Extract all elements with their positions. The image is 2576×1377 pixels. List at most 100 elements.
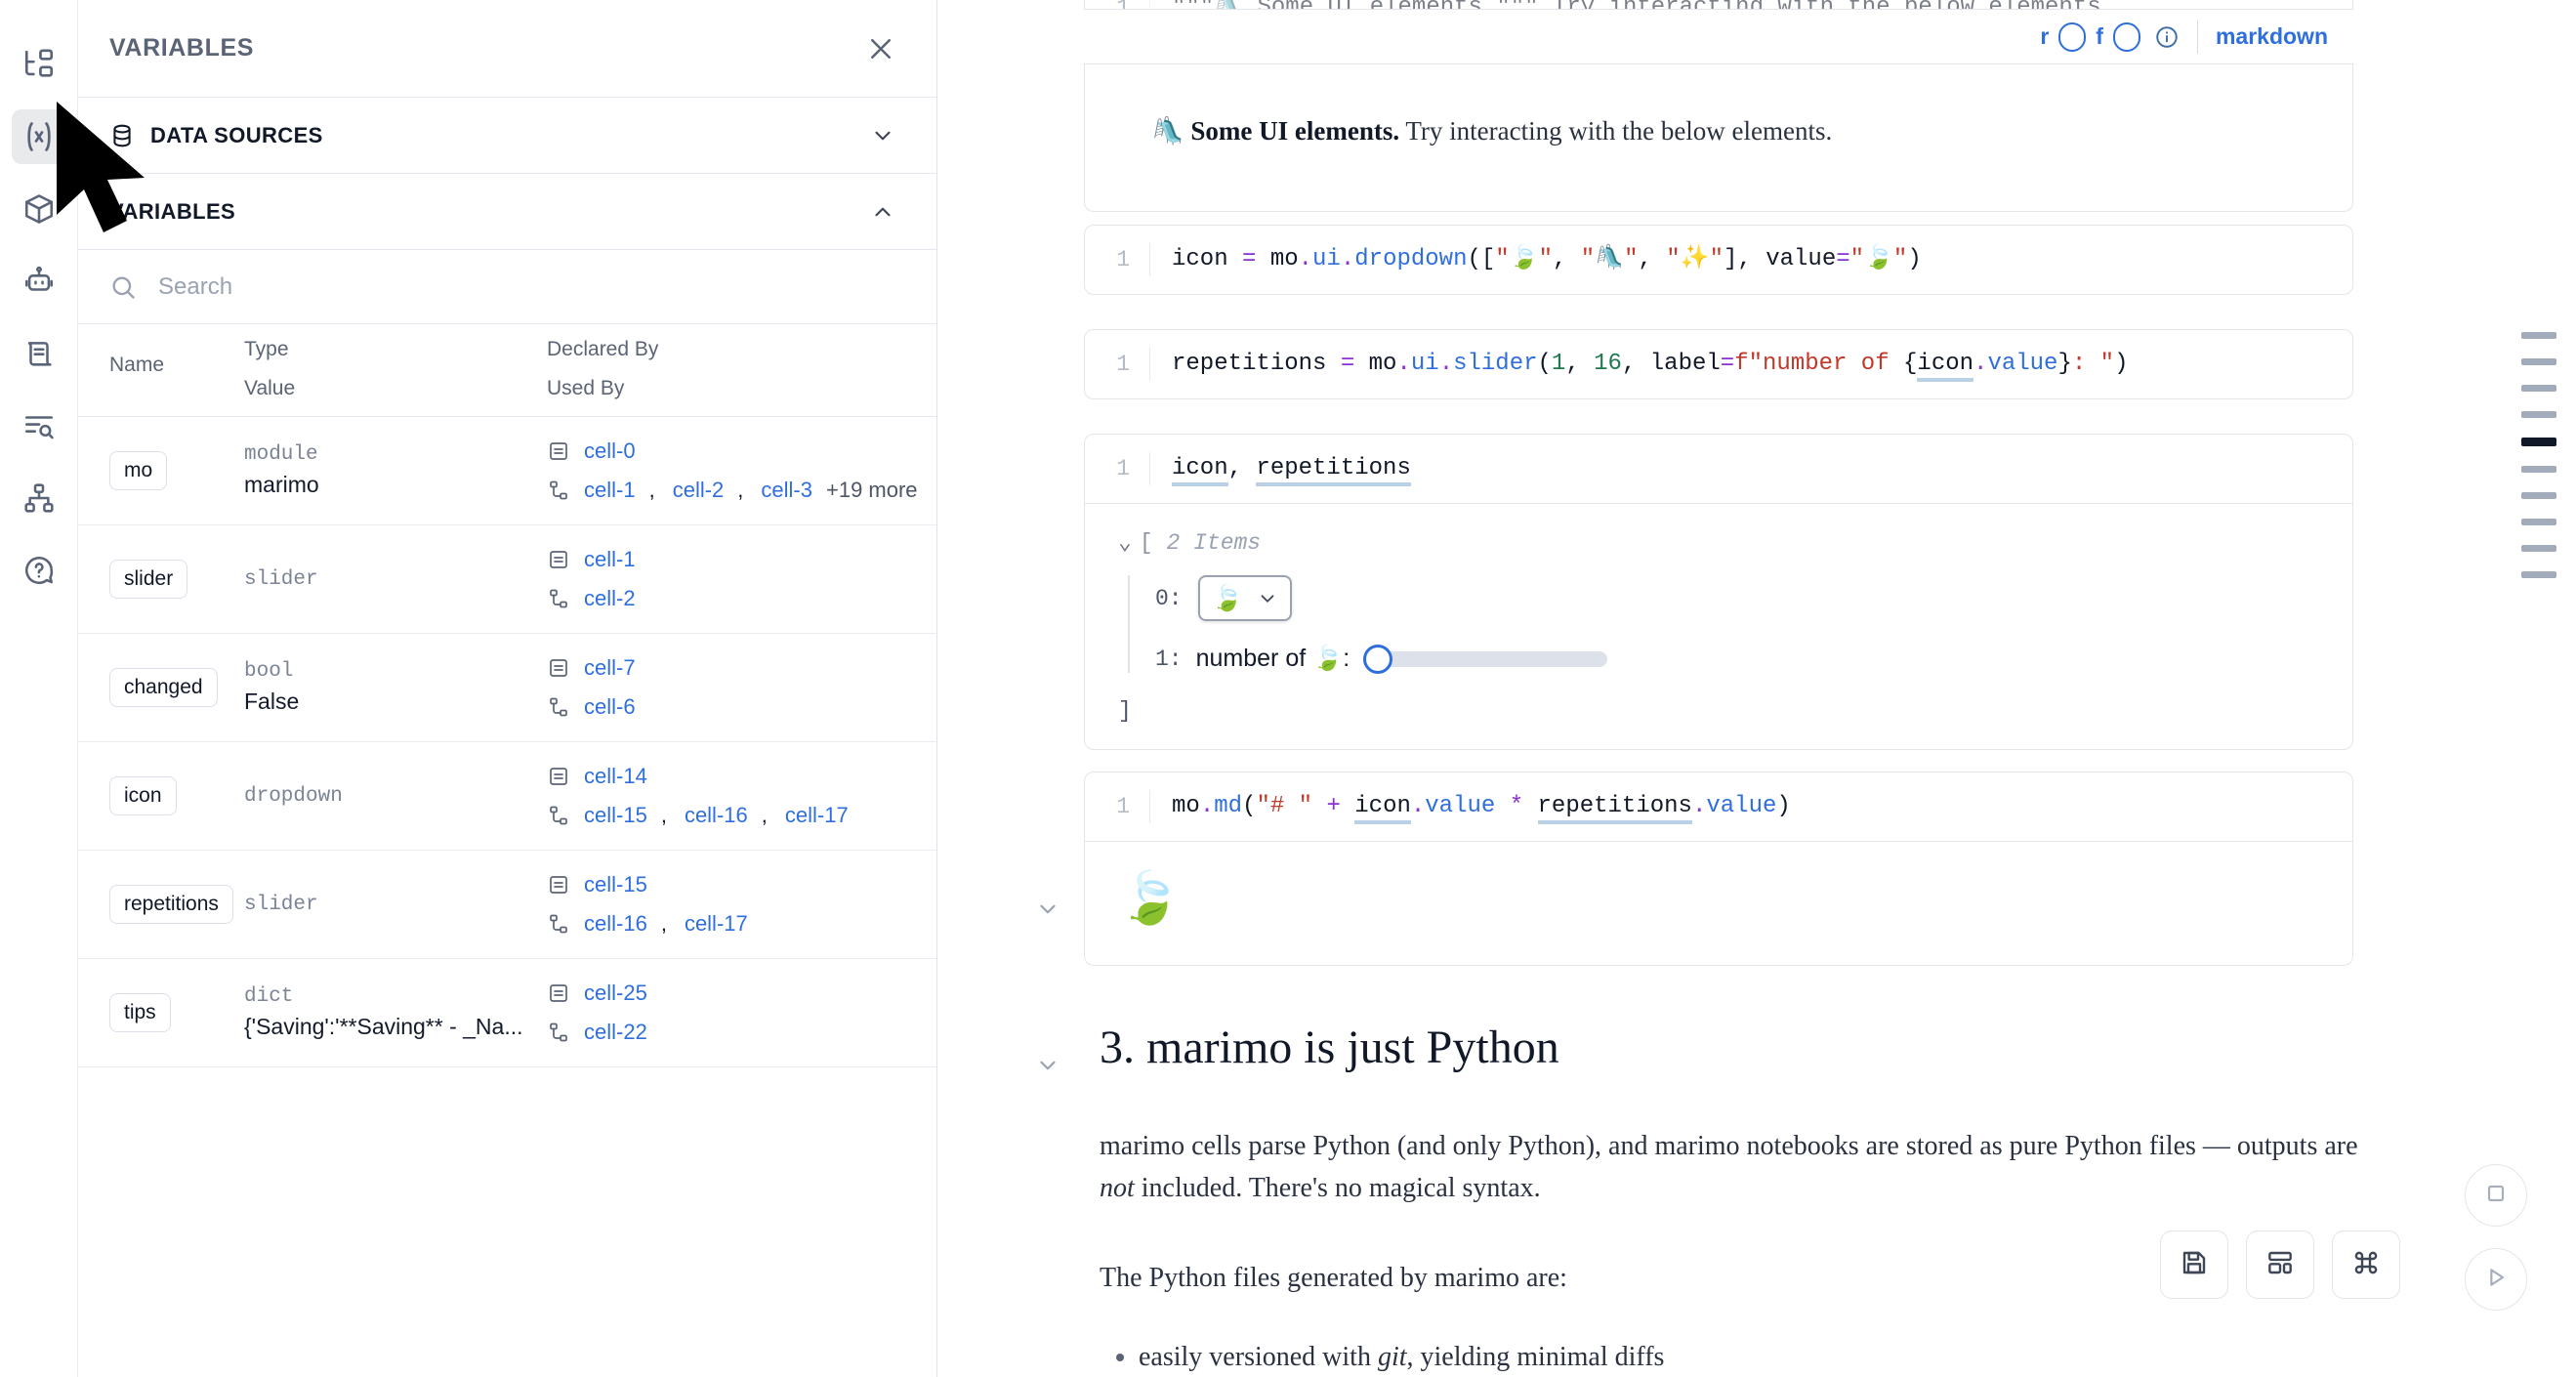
panel-header: VARIABLES xyxy=(78,0,936,98)
minimap-bar[interactable] xyxy=(2521,332,2556,339)
code-editor[interactable]: 1 repetitions = mo.ui.slider(1, 16, labe… xyxy=(1084,329,2353,399)
minimap-bar-active[interactable] xyxy=(2521,438,2556,446)
variable-name-chip[interactable]: repetitions xyxy=(109,885,233,924)
markdown-emoji: 🛝 xyxy=(1151,116,1184,146)
layout-button[interactable] xyxy=(2246,1231,2314,1299)
sidebar-item-chat[interactable] xyxy=(12,254,66,309)
cell-kind-badge[interactable]: markdown xyxy=(2215,23,2328,49)
code-editor[interactable]: 1 icon = mo.ui.dropdown(["🍃", "🛝", "✨"],… xyxy=(1084,225,2353,295)
minimap-bar[interactable] xyxy=(2521,545,2556,552)
markdown-cell-source-clipped: 1 """🛝 Some UI elements.""" Try interact… xyxy=(1084,0,2353,10)
notebook-minimap[interactable] xyxy=(2521,332,2556,578)
section-paragraph-1: marimo cells parse Python (and only Pyth… xyxy=(1100,1125,2359,1210)
cell-link[interactable]: cell-2 xyxy=(672,478,725,502)
save-button[interactable] xyxy=(2160,1231,2228,1299)
cell-link[interactable]: cell-1 xyxy=(584,547,636,571)
sidebar-item-scratchpad[interactable] xyxy=(12,326,66,381)
cell-type-value: dict{'Saving':'**Saving** - _Na... xyxy=(244,958,547,1067)
sidebar-item-packages[interactable] xyxy=(12,182,66,236)
cell-link[interactable]: cell-16 xyxy=(684,803,748,827)
fold-caret-md-cell[interactable] xyxy=(1035,897,1060,922)
section-data-sources[interactable]: DATA SOURCES xyxy=(78,98,936,174)
toolbar-divider xyxy=(2196,20,2198,54)
cell-link[interactable]: cell-22 xyxy=(584,1020,647,1044)
declared-by-line: cell-14 xyxy=(547,764,936,789)
code-text[interactable]: icon, repetitions xyxy=(1149,452,2352,486)
section-variables[interactable]: VARIABLES xyxy=(78,174,936,250)
slider-control[interactable] xyxy=(1363,644,1608,674)
info-icon[interactable] xyxy=(2154,24,2180,50)
minimap-bar[interactable] xyxy=(2521,358,2556,365)
left-icon-rail xyxy=(0,0,78,1377)
dropdown-select[interactable]: 🍃 xyxy=(1197,575,1292,621)
minimap-bar[interactable] xyxy=(2521,571,2556,578)
run-button[interactable] xyxy=(2465,1248,2527,1311)
chevron-down-icon[interactable] xyxy=(870,123,895,148)
sidebar-item-file-explorer[interactable] xyxy=(12,37,66,92)
dropdown-value: 🍃 xyxy=(1211,583,1243,612)
markdown-cell: r f markdown 🛝 Some UI elements. Tr xyxy=(1084,10,2353,212)
sidebar-item-variables[interactable] xyxy=(11,109,66,164)
variable-name-chip[interactable]: mo xyxy=(109,451,168,490)
fold-caret-section-3[interactable] xyxy=(1035,1053,1060,1078)
code-cell-markdown-output: 1 mo.md("# " + icon.value * repetitions.… xyxy=(1084,772,2353,966)
chevron-down-icon[interactable]: ⌄ xyxy=(1118,530,1132,556)
cell-link[interactable]: cell-16 xyxy=(584,911,647,936)
cell-link[interactable]: cell-17 xyxy=(784,803,849,827)
command-key-icon xyxy=(2350,1247,2382,1283)
flag-r-toggle[interactable] xyxy=(2058,21,2087,52)
cell-link[interactable]: cell-14 xyxy=(584,764,647,788)
paragraph-1-italic: not xyxy=(1100,1173,1135,1204)
sidebar-item-logs[interactable] xyxy=(12,398,66,453)
markdown-cell-toolbar: r f markdown xyxy=(1084,10,2353,64)
cell-link[interactable]: cell-25 xyxy=(584,981,647,1005)
section-label-data-sources: DATA SOURCES xyxy=(150,122,323,147)
chevron-up-icon[interactable] xyxy=(870,199,895,225)
code-editor[interactable]: 1 mo.md("# " + icon.value * repetitions.… xyxy=(1084,772,2353,842)
flag-f-toggle[interactable] xyxy=(2112,21,2140,52)
declared-by-icon xyxy=(547,981,570,1005)
variable-value: marimo xyxy=(244,472,319,497)
markdown-emoji-output: 🍃 xyxy=(1118,870,1182,927)
variable-name-chip[interactable]: icon xyxy=(109,776,177,815)
code-text[interactable]: mo.md("# " + icon.value * repetitions.va… xyxy=(1149,790,2352,824)
cell-link[interactable]: cell-7 xyxy=(584,655,636,680)
cell-link[interactable]: cell-0 xyxy=(584,438,636,463)
cell-link[interactable]: cell-2 xyxy=(584,586,636,610)
column-header-declared-by: Declared By xyxy=(547,338,659,360)
cell-link[interactable]: cell-1 xyxy=(584,478,636,502)
search-input[interactable] xyxy=(156,271,905,302)
variable-name-chip[interactable]: changed xyxy=(109,668,218,707)
minimap-bar[interactable] xyxy=(2521,411,2556,418)
shortcuts-button[interactable] xyxy=(2332,1231,2400,1299)
minimap-bar[interactable] xyxy=(2521,466,2556,473)
minimap-bar[interactable] xyxy=(2521,385,2556,392)
used-by-icon xyxy=(547,1021,570,1044)
variables-fx-icon xyxy=(21,119,57,154)
minimap-bar[interactable] xyxy=(2521,492,2556,499)
code-text[interactable]: icon = mo.ui.dropdown(["🍃", "🛝", "✨"], v… xyxy=(1149,243,2352,276)
code-text[interactable]: repetitions = mo.ui.slider(1, 16, label=… xyxy=(1149,348,2352,382)
variable-name-chip[interactable]: tips xyxy=(109,993,171,1032)
sidebar-item-help[interactable] xyxy=(12,543,66,598)
cell-link[interactable]: cell-15 xyxy=(584,803,647,827)
cell-link[interactable]: cell-3 xyxy=(761,478,812,502)
line-number: 1 xyxy=(1116,247,1130,272)
cell-link[interactable]: cell-17 xyxy=(684,911,748,936)
cell-link[interactable]: cell-15 xyxy=(584,872,647,897)
slider-thumb[interactable] xyxy=(1363,644,1393,674)
cell-link[interactable]: cell-6 xyxy=(584,694,636,719)
declared-by-icon xyxy=(547,439,570,463)
save-disk-icon xyxy=(2179,1247,2210,1283)
stop-button[interactable] xyxy=(2465,1164,2527,1227)
code-editor[interactable]: 1 icon, repetitions xyxy=(1084,434,2353,504)
used-by-more[interactable]: +19 more xyxy=(825,478,918,502)
sidebar-item-dependency-graph[interactable] xyxy=(12,471,66,525)
close-icon[interactable] xyxy=(866,34,895,63)
variable-name-chip[interactable]: slider xyxy=(109,560,188,599)
minimap-bar[interactable] xyxy=(2521,519,2556,525)
output-tree-root[interactable]: ⌄[ 2 Items xyxy=(1118,529,2319,556)
file-tree-icon xyxy=(22,48,56,81)
cell-variable-name: tips xyxy=(78,958,244,1067)
